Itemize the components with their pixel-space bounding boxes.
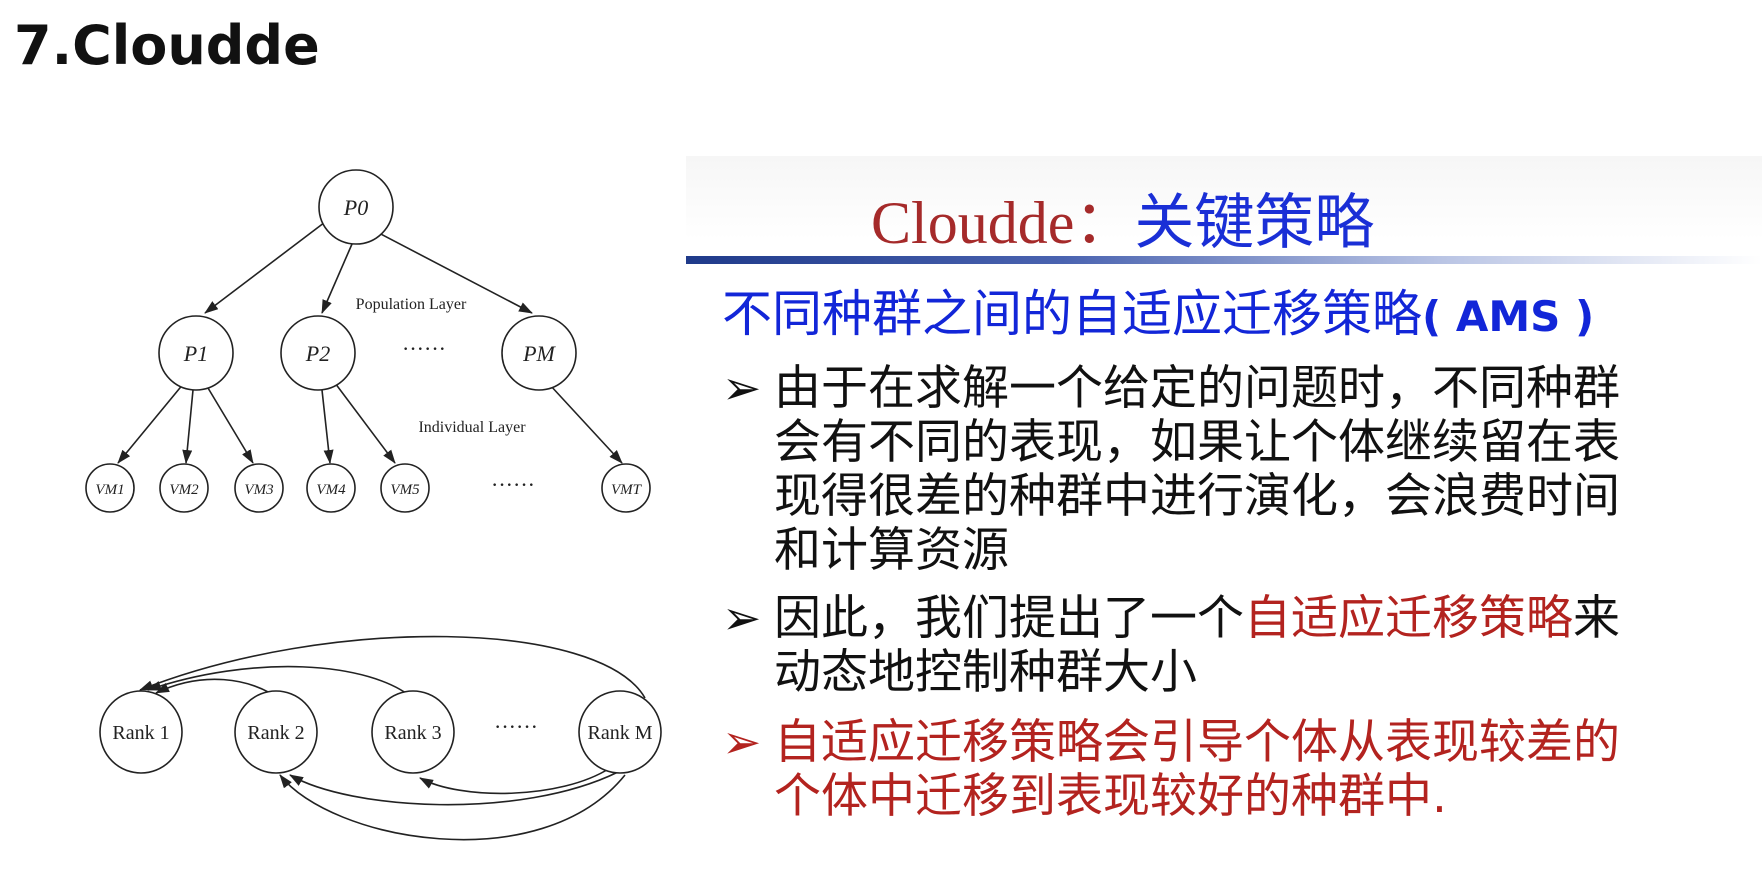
node-vm5-label: VM5 xyxy=(390,482,420,498)
node-vm3 xyxy=(234,463,284,513)
node-vm5 xyxy=(380,463,430,513)
population-diagram: P0 P1 P2 PM ······ Population Layer Indi… xyxy=(85,169,662,841)
mid-ellipsis: ······ xyxy=(402,336,446,361)
node-vm2 xyxy=(159,463,209,513)
node-rank1 xyxy=(99,690,183,774)
arc-rankm-rank2-low xyxy=(279,774,626,841)
bullet-1-line-1: 由于在求解一个给定的问题时，不同种群 xyxy=(774,361,1620,416)
bullet-arrow-icon: ➢ xyxy=(722,715,762,770)
bullet-1-line-2: 会有不同的表现，如果让个体继续留在表 xyxy=(774,415,1620,470)
edge-p0-pm xyxy=(374,230,533,314)
node-vm4-label: VM4 xyxy=(316,482,346,498)
population-layer-label: Population Layer xyxy=(356,296,467,313)
node-p2-label: P2 xyxy=(305,341,330,366)
bullet-2-suffix: 来 xyxy=(1573,591,1620,646)
edge-p0-p2 xyxy=(321,243,353,314)
slide-subtitle: 不同种群之间的自适应迁移策略( AMS ) xyxy=(722,274,1594,346)
node-rank2 xyxy=(234,690,318,774)
slide-title-zh: 关键策略 xyxy=(1134,188,1375,258)
edge-p2-vm5 xyxy=(334,382,396,464)
bullet-1-line-3: 现得很差的种群中进行演化，会浪费时间 xyxy=(774,469,1620,524)
arc-rankm-rank2 xyxy=(289,771,619,806)
edge-p1-vm2 xyxy=(182,389,194,464)
slide-panel: Cloudde：关键策略 不同种群之间的自适应迁移策略( AMS ) ➢ 由于在… xyxy=(686,156,1762,856)
edge-p1-vm1 xyxy=(117,382,185,464)
bullet-arrow-icon: ➢ xyxy=(722,591,762,646)
rank-ellipsis: ······ xyxy=(494,714,538,739)
subtitle-tag: ( AMS ) xyxy=(1422,292,1595,341)
subtitle-text: 不同种群之间的自适应迁移策略 xyxy=(722,285,1422,343)
node-p1-label: P1 xyxy=(183,341,208,366)
node-p0-label: P0 xyxy=(343,195,368,220)
vm-ellipsis: ······ xyxy=(491,472,535,497)
slide-title: Cloudde：关键策略 xyxy=(871,174,1374,261)
node-pm-label: PM xyxy=(522,341,556,366)
node-vmt xyxy=(601,463,651,513)
node-rank3-label: Rank 3 xyxy=(384,722,441,744)
bullet-1-line-4: 和计算资源 xyxy=(774,523,1009,578)
bullet-2-prefix: 因此，我们提出了一个 xyxy=(774,591,1244,646)
edge-p2-vm4 xyxy=(321,389,334,464)
node-pm xyxy=(501,315,577,391)
node-p0 xyxy=(318,169,394,245)
node-vm1-label: VM1 xyxy=(95,482,124,498)
edge-p1-vm3 xyxy=(204,382,254,464)
node-p2 xyxy=(280,315,356,391)
node-vm2-label: VM2 xyxy=(169,482,199,498)
node-rank3 xyxy=(371,690,455,774)
bullet-2-line-2: 动态地控制种群大小 xyxy=(774,645,1197,700)
node-rankm xyxy=(578,690,662,774)
slide-title-en: Cloudde： xyxy=(871,190,1135,256)
node-rank1-label: Rank 1 xyxy=(112,722,169,744)
bullet-2-highlight: 自适应迁移策略 xyxy=(1244,591,1573,646)
page-title: 7.Cloudde xyxy=(14,14,320,77)
edge-pm-vmt xyxy=(549,384,623,464)
node-rankm-label: Rank M xyxy=(588,722,653,744)
individual-layer-label: Individual Layer xyxy=(418,419,526,436)
bullet-2-line-1: 因此，我们提出了一个自适应迁移策略来 xyxy=(774,592,1714,646)
bullet-3-line-1: 自适应迁移策略会引导个体从表现较差的 xyxy=(774,715,1620,770)
bullet-arrow-icon: ➢ xyxy=(722,361,762,416)
title-divider xyxy=(686,256,1762,264)
node-vm3-label: VM3 xyxy=(244,482,273,498)
arc-rankm-rank1 xyxy=(139,635,646,699)
arc-rankm-rank3 xyxy=(419,767,611,795)
node-p1 xyxy=(158,315,234,391)
bullet-3-line-2: 个体中迁移到表现较好的种群中. xyxy=(774,769,1447,824)
node-vmt-label: VMT xyxy=(611,482,643,498)
node-vm1 xyxy=(85,463,135,513)
node-vm4 xyxy=(306,463,356,513)
edge-p0-p1 xyxy=(204,212,338,314)
arc-rank3-rank1 xyxy=(147,665,416,701)
node-rank2-label: Rank 2 xyxy=(247,722,304,744)
